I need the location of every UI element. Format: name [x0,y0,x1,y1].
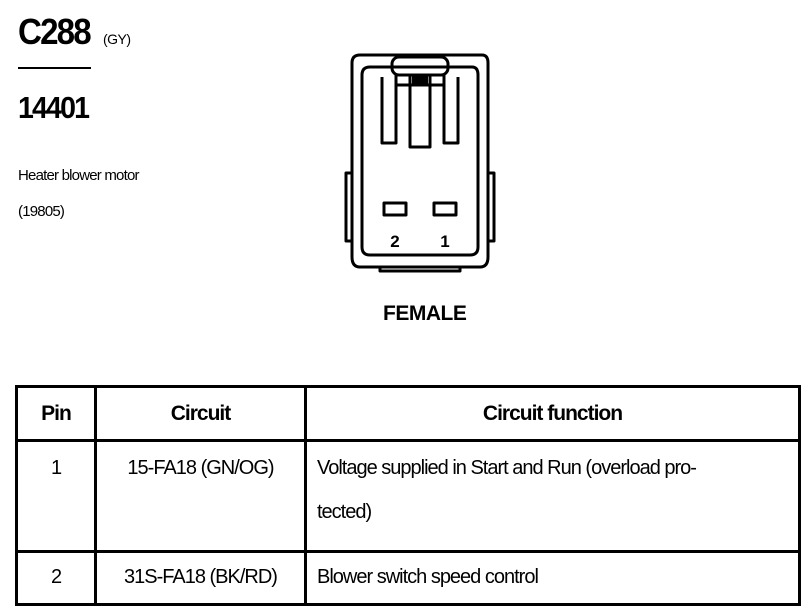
connector-latch-arms [380,77,460,145]
pin-label-2: 2 [390,232,399,251]
pin-circuit-table: Pin Circuit Circuit function 1 15-FA18 (… [15,385,801,606]
function-text-line: Voltage supplied in Start and Run (overl… [317,457,697,479]
table-row: 1 15-FA18 (GN/OG) Voltage supplied in St… [15,439,801,553]
connector-inner-face [360,65,480,257]
function-text-line: Blower switch speed control [317,566,539,588]
connector-face-diagram: 2 1 [344,53,496,273]
pin-cavity-2 [382,201,408,217]
column-header-circuit: Circuit [94,385,307,442]
part-number: 14401 [18,90,90,125]
pin-label-1: 1 [440,232,449,251]
table-row: 2 31S-FA18 (BK/RD) Blower switch speed c… [15,550,801,606]
component-description: Heater blower motor [18,167,139,184]
connector-lock-post [408,73,432,149]
pin-cell: 2 [15,550,97,606]
pin-cavity-1 [432,201,458,217]
component-number: (19805) [18,203,65,220]
circuit-cell: 31S-FA18 (BK/RD) [94,550,307,606]
table-header-row: Pin Circuit Circuit function [15,385,801,442]
column-header-function: Circuit function [304,385,801,442]
connector-view-label: FEMALE [383,302,467,325]
connector-housing-outline [350,53,490,269]
circuit-cell: 15-FA18 (GN/OG) [94,439,307,553]
function-text-line: tected) [317,501,372,523]
column-header-pin: Pin [15,385,97,442]
pin-cell: 1 [15,439,97,553]
connector-id: C288 [18,11,92,52]
function-cell: Voltage supplied in Start and Run (overl… [304,439,801,553]
title-divider [18,67,91,69]
function-cell: Blower switch speed control [304,550,801,606]
connector-color: (GY) [103,31,131,47]
